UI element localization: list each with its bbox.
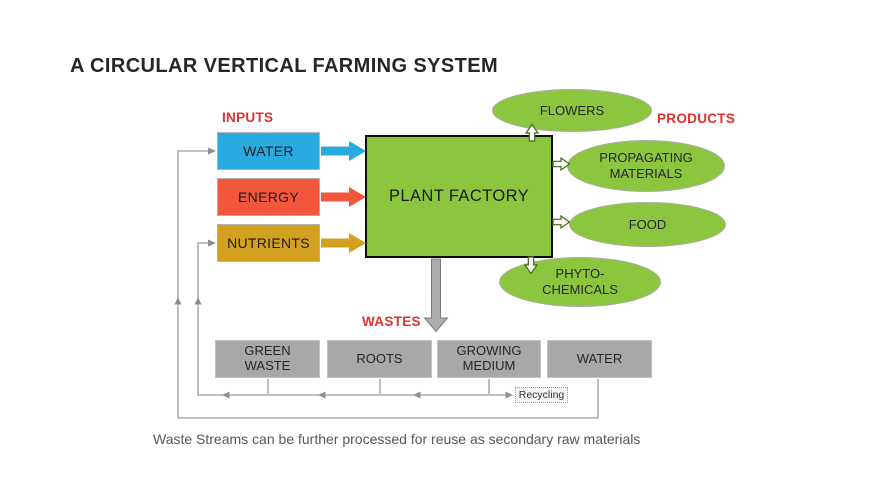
- nutrients-input-arrow-icon: [321, 233, 366, 253]
- arrowhead-left-3-icon: [413, 391, 421, 399]
- arrowhead-into-water-input-icon: [208, 147, 216, 155]
- recycling-tag: Recycling: [515, 387, 568, 403]
- wastes-arrow-icon: [423, 258, 449, 333]
- arrowhead-into-recycling-icon: [505, 391, 513, 399]
- input-box-energy: ENERGY: [217, 178, 320, 216]
- waste-box-growing-medium: GROWING MEDIUM: [437, 340, 541, 378]
- energy-input-arrow-icon: [321, 187, 366, 207]
- wastes-section-label: WASTES: [362, 314, 421, 329]
- food-output-arrow-icon: [552, 214, 571, 230]
- waste-medium-label: GROWING MEDIUM: [456, 343, 522, 373]
- caption-text: Waste Streams can be further processed f…: [153, 431, 641, 447]
- products-section-label: PRODUCTS: [657, 111, 736, 126]
- product-propagating-label: PROPAGATING MATERIALS: [599, 150, 693, 181]
- product-phyto-label: PHYTO- CHEMICALS: [542, 266, 618, 297]
- waste-roots-label: ROOTS: [356, 350, 403, 366]
- arrowhead-up-inner-icon: [194, 297, 202, 305]
- arrowhead-left-2-icon: [318, 391, 326, 399]
- product-food-label: FOOD: [628, 216, 667, 232]
- waste-green-label: GREEN WASTE: [244, 343, 291, 373]
- product-ellipse-phyto-chemicals: PHYTO- CHEMICALS: [499, 257, 661, 307]
- input-box-water: WATER: [217, 132, 320, 170]
- input-box-water-label: WATER: [243, 143, 294, 159]
- arrowhead-into-nutrients-input-icon: [208, 239, 216, 247]
- waste-box-roots: ROOTS: [327, 340, 432, 378]
- input-box-nutrients: NUTRIENTS: [217, 224, 320, 262]
- arrowhead-up-outer-icon: [174, 297, 182, 305]
- input-box-energy-label: ENERGY: [238, 189, 299, 205]
- water-input-arrow-icon: [321, 141, 366, 161]
- inputs-section-label: INPUTS: [222, 110, 274, 125]
- input-box-nutrients-label: NUTRIENTS: [227, 235, 310, 251]
- product-ellipse-flowers: FLOWERS: [492, 89, 652, 132]
- plant-factory-box: PLANT FACTORY: [365, 135, 553, 258]
- product-ellipse-propagating-materials: PROPAGATING MATERIALS: [567, 140, 725, 192]
- waste-water-label: WATER: [576, 350, 623, 366]
- product-flowers-label: FLOWERS: [539, 102, 605, 118]
- recycling-tag-label: Recycling: [518, 389, 565, 401]
- plant-factory-label: PLANT FACTORY: [389, 187, 529, 205]
- waste-box-green-waste: GREEN WASTE: [215, 340, 320, 378]
- waste-box-water: WATER: [547, 340, 652, 378]
- arrowhead-left-1-icon: [222, 391, 230, 399]
- page-title: A CIRCULAR VERTICAL FARMING SYSTEM: [70, 55, 499, 77]
- product-ellipse-food: FOOD: [569, 202, 726, 247]
